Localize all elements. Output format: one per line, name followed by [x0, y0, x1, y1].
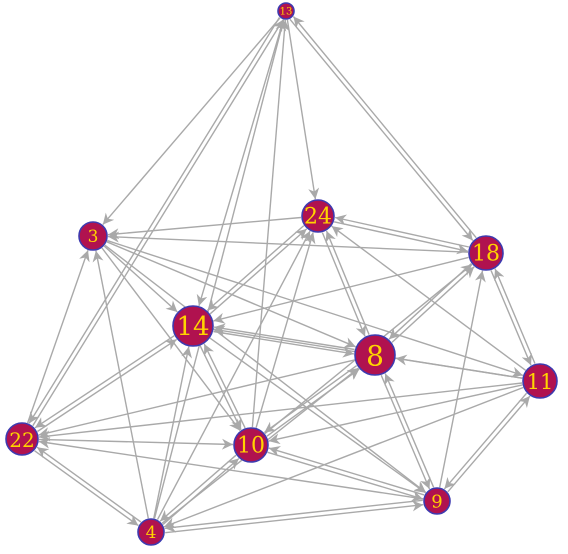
node-13-circle [277, 2, 295, 20]
node-9-circle [423, 487, 451, 515]
edge-9-to-4 [164, 499, 423, 533]
node-14-circle [172, 305, 214, 347]
node-14[interactable]: 14 [172, 305, 214, 347]
edge-3-to-9 [104, 244, 427, 494]
edge-8-to-9 [380, 374, 431, 490]
edge-10-to-14 [203, 343, 246, 429]
edge-9-to-11 [447, 395, 531, 493]
edge-10-to-9 [267, 451, 424, 502]
edge-8-to-24 [325, 230, 370, 335]
node-10-circle [233, 427, 269, 463]
edge-8-to-10 [263, 365, 358, 434]
edge-22-to-4 [34, 450, 139, 527]
edge-3-to-10 [101, 247, 241, 432]
edge-13-to-22 [28, 17, 280, 424]
edge-24-to-3 [107, 216, 302, 240]
edge-24-to-8 [321, 232, 366, 337]
edge-18-to-14 [213, 256, 469, 324]
edge-4-to-3 [92, 250, 149, 519]
node-10[interactable]: 10 [233, 427, 269, 463]
edge-3-to-14 [103, 245, 178, 313]
edge-22-to-10 [38, 438, 234, 450]
node-11-label: 11 [527, 370, 554, 394]
edge-10-to-13 [251, 19, 290, 428]
edge-10-to-24 [255, 232, 316, 428]
node-layer: 13 3 24 18 14 8 11 [5, 2, 558, 546]
node-24-circle [301, 199, 335, 233]
edge-13-to-18 [289, 18, 474, 241]
edge-11-to-10 [268, 384, 523, 445]
edge-11-to-9 [443, 392, 528, 490]
node-14-label: 14 [176, 312, 209, 342]
edge-13-to-3 [102, 17, 281, 226]
edge-3-to-11 [107, 239, 524, 378]
edge-4-to-9 [165, 500, 424, 534]
node-3[interactable]: 3 [78, 221, 108, 251]
edge-8-to-18 [391, 266, 475, 343]
node-3-circle [78, 221, 108, 251]
edge-14-to-22 [34, 335, 175, 429]
edge-10-to-4 [159, 454, 237, 522]
edge-9-to-10 [268, 446, 425, 496]
node-4-label: 4 [146, 523, 157, 543]
node-4[interactable]: 4 [137, 518, 165, 546]
node-8-label: 8 [366, 340, 384, 373]
edge-4-to-10 [162, 457, 240, 526]
edge-9-to-18 [439, 270, 486, 488]
edge-18-to-3 [107, 231, 469, 253]
edge-14-to-9 [209, 337, 427, 494]
edge-4-to-24 [156, 230, 311, 520]
node-18-circle [468, 235, 504, 271]
node-13[interactable]: 13 [277, 2, 295, 20]
node-8-circle [354, 334, 396, 376]
edge-9-to-22 [38, 437, 424, 500]
node-9[interactable]: 9 [423, 487, 451, 515]
edge-11-to-24 [331, 225, 527, 371]
node-22[interactable]: 22 [5, 422, 39, 456]
node-10-label: 10 [237, 434, 265, 459]
node-24-label: 24 [304, 205, 332, 230]
edge-13-to-14 [196, 19, 285, 307]
edge-11-to-18 [494, 268, 536, 364]
node-11-circle [522, 363, 558, 399]
edge-18-to-11 [490, 270, 532, 366]
edge-13-to-24 [286, 19, 320, 200]
edge-18-to-13 [292, 16, 477, 239]
node-22-circle [5, 422, 39, 456]
edge-18-to-24 [334, 214, 470, 248]
node-11[interactable]: 11 [522, 363, 558, 399]
node-18[interactable]: 18 [468, 235, 504, 271]
edge-14-to-24 [209, 228, 308, 315]
edge-3-to-8 [106, 241, 356, 348]
edge-8-to-14 [213, 323, 355, 351]
edge-22-to-13 [32, 19, 284, 427]
node-9-label: 9 [431, 492, 442, 513]
edge-24-to-14 [206, 225, 305, 312]
node-8[interactable]: 8 [354, 334, 396, 376]
edge-8-to-22 [38, 359, 355, 438]
edge-11-to-4 [163, 386, 524, 529]
node-3-label: 3 [88, 227, 99, 247]
edge-24-to-18 [333, 221, 469, 255]
edge-22-to-14 [37, 338, 178, 433]
edge-22-to-3 [26, 249, 90, 424]
edge-layer [26, 16, 536, 534]
edge-4-to-13 [153, 19, 287, 519]
node-4-circle [137, 518, 165, 546]
edge-11-to-8 [395, 354, 523, 379]
edge-4-to-22 [36, 446, 142, 523]
node-18-label: 18 [472, 242, 500, 267]
edge-9-to-8 [384, 373, 435, 488]
edge-4-to-14 [153, 346, 192, 519]
edge-14-to-8 [213, 330, 355, 358]
node-22-label: 22 [9, 428, 34, 452]
node-24[interactable]: 24 [301, 199, 335, 233]
node-13-label: 13 [280, 7, 293, 18]
edge-11-to-22 [38, 382, 523, 442]
